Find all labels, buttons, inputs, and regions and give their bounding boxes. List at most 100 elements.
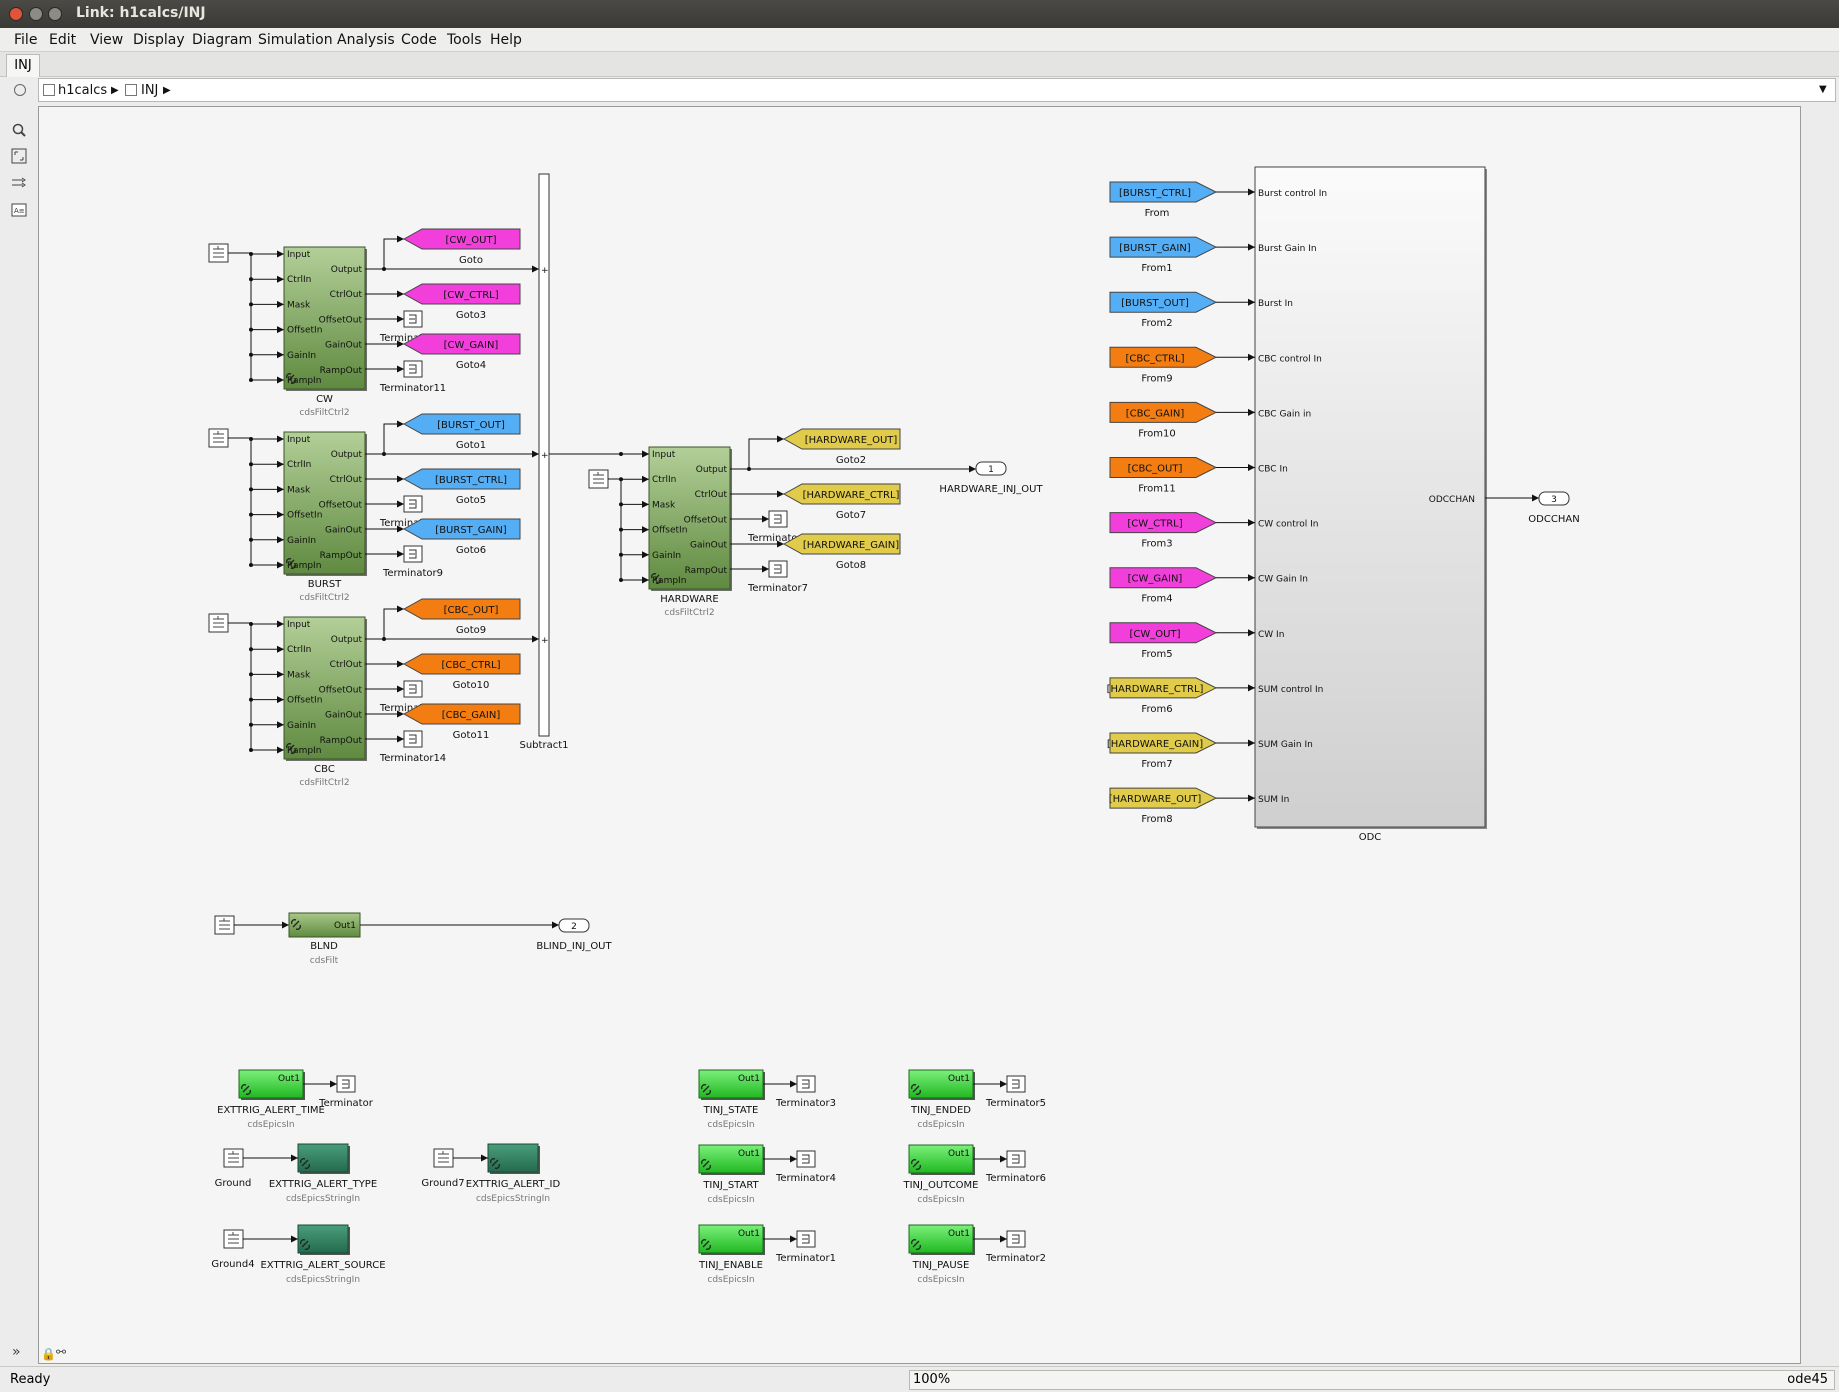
- chevron-right-icon: ▶: [163, 85, 171, 96]
- arrowhead: [1248, 243, 1255, 251]
- from-block[interactable]: [1109, 236, 1218, 258]
- goto-block[interactable]: [402, 283, 521, 305]
- goto-block[interactable]: [782, 428, 901, 450]
- arrowhead: [790, 1235, 797, 1243]
- epics-string-block[interactable]: [297, 1224, 349, 1254]
- goto-block[interactable]: [782, 483, 901, 505]
- from-block[interactable]: [1109, 677, 1218, 699]
- maximize-window-button[interactable]: [48, 7, 62, 21]
- outport-number: 2: [571, 922, 577, 932]
- goto-block[interactable]: [782, 533, 901, 555]
- minimize-window-button[interactable]: [29, 7, 43, 21]
- block-name: TINJ_ENDED: [910, 1105, 971, 1116]
- goto-block[interactable]: [402, 703, 521, 725]
- hide-explorer-icon[interactable]: [14, 84, 26, 96]
- sum-block[interactable]: [538, 173, 550, 737]
- arrowhead: [397, 500, 404, 508]
- block-library: cdsEpicsStringIn: [286, 1275, 360, 1285]
- menu-analysis[interactable]: Analysis: [337, 32, 395, 48]
- from-block[interactable]: [1109, 787, 1218, 809]
- arrowhead: [1248, 408, 1255, 416]
- tag-label: [HARDWARE_GAIN]: [803, 540, 899, 551]
- terminator-icon: [774, 514, 782, 524]
- arrowhead: [277, 561, 284, 569]
- breadcrumb-child[interactable]: INJ: [141, 83, 159, 98]
- epics-string-block[interactable]: [487, 1143, 539, 1173]
- tag-label: [CBC_OUT]: [1128, 464, 1183, 475]
- menu-code[interactable]: Code: [401, 32, 437, 48]
- annotation-icon[interactable]: A≡: [11, 202, 27, 218]
- from-block[interactable]: [1109, 732, 1218, 754]
- menu-view[interactable]: View: [90, 32, 124, 48]
- menu-file[interactable]: File: [14, 32, 38, 48]
- from-block[interactable]: [1109, 291, 1218, 313]
- filter-block[interactable]: [283, 246, 366, 390]
- port-label: Output: [331, 265, 363, 275]
- from-block[interactable]: [1109, 457, 1218, 478]
- epics-in-block[interactable]: [908, 1144, 974, 1174]
- arrowhead: [1248, 464, 1255, 471]
- block-name: EXTTRIG_ALERT_TIME: [217, 1105, 325, 1116]
- arrowhead: [277, 326, 284, 334]
- zoom-icon[interactable]: [11, 122, 27, 138]
- expand-panel-icon[interactable]: »: [12, 1344, 21, 1360]
- block-library: cdsEpicsIn: [247, 1120, 294, 1130]
- goto-block[interactable]: [402, 468, 521, 490]
- filter-block[interactable]: [648, 446, 731, 590]
- odc-port-label: CW Gain In: [1258, 575, 1308, 585]
- outport-block[interactable]: [1538, 491, 1570, 506]
- blnd-block[interactable]: [288, 912, 361, 938]
- odc-port-label: SUM Gain In: [1258, 740, 1313, 750]
- goto-block[interactable]: [402, 413, 521, 435]
- menu-tools[interactable]: Tools: [447, 32, 482, 48]
- breadcrumb-root[interactable]: h1calcs: [58, 83, 108, 98]
- goto-block[interactable]: [402, 598, 521, 620]
- from-block[interactable]: [1109, 346, 1218, 368]
- block-diagram: InputCtrlInMaskOffsetInGainInRampInOutpu…: [208, 166, 1580, 1285]
- from-block[interactable]: [1109, 622, 1218, 644]
- menu-edit[interactable]: Edit: [49, 32, 77, 48]
- menu-simulation[interactable]: Simulation: [258, 32, 333, 48]
- breadcrumb[interactable]: h1calcs ▶ INJ ▶ ▼: [38, 78, 1836, 102]
- tag-name: Goto11: [453, 730, 490, 741]
- epics-string-block[interactable]: [297, 1143, 349, 1173]
- outport-block[interactable]: [558, 918, 590, 933]
- from-block[interactable]: [1109, 567, 1218, 589]
- svg-text:A≡: A≡: [14, 207, 25, 215]
- from-block[interactable]: [1109, 401, 1218, 423]
- arrange-icon[interactable]: [11, 175, 27, 191]
- menu-diagram[interactable]: Diagram: [192, 32, 253, 48]
- lock-icon[interactable]: 🔒: [41, 1347, 56, 1361]
- history-dropdown-icon[interactable]: ▼: [1819, 84, 1827, 95]
- block-library: cdsEpicsIn: [707, 1195, 754, 1205]
- tag-name: Goto: [459, 255, 483, 266]
- tag-name: From8: [1141, 814, 1172, 825]
- goto-block[interactable]: [402, 228, 521, 250]
- from-block[interactable]: [1109, 181, 1218, 203]
- odc-port-label: CW In: [1258, 630, 1284, 640]
- menu-help[interactable]: Help: [490, 32, 522, 48]
- arrowhead: [277, 351, 284, 359]
- filter-block[interactable]: [283, 616, 366, 760]
- sum-sign: +: [541, 451, 549, 461]
- goto-block[interactable]: [402, 333, 521, 355]
- odc-port-label: Burst In: [1258, 299, 1293, 309]
- terminator-icon: [774, 564, 782, 574]
- menu-display[interactable]: Display: [133, 32, 185, 48]
- close-window-button[interactable]: [9, 7, 23, 21]
- filter-block[interactable]: [283, 431, 366, 575]
- arrowhead: [397, 710, 404, 718]
- tab-inj[interactable]: INJ: [6, 54, 40, 77]
- port-label: Input: [287, 435, 311, 445]
- from-block[interactable]: [1109, 512, 1218, 534]
- goto-block[interactable]: [402, 653, 521, 675]
- goto-block[interactable]: [402, 518, 521, 540]
- odc-block[interactable]: [1254, 166, 1486, 828]
- link-icon[interactable]: ⚯: [56, 1345, 67, 1359]
- fit-view-icon[interactable]: [11, 148, 27, 164]
- tag-name: Goto10: [453, 680, 490, 691]
- arrowhead: [790, 1080, 797, 1088]
- outport-block[interactable]: [975, 461, 1007, 476]
- arrowhead: [277, 511, 284, 519]
